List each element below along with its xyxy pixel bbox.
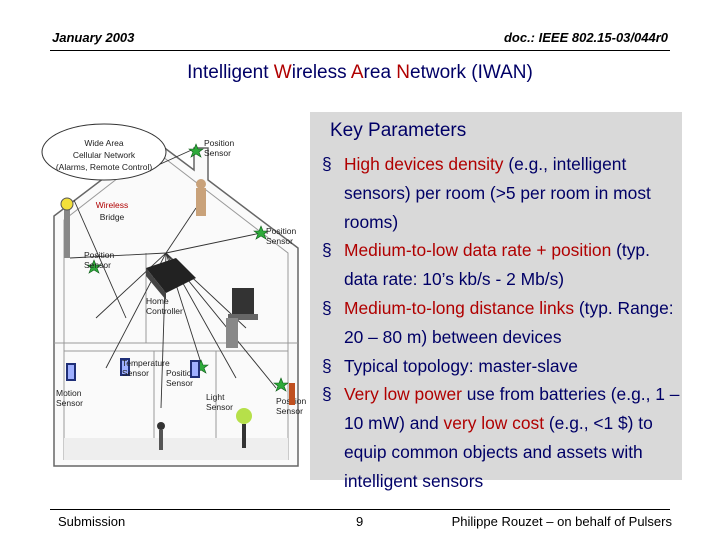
pos-mid-label-2: Sensor [166, 378, 193, 388]
light-label-1: Light [206, 392, 225, 402]
pos-mid-label-1: Position [166, 368, 197, 378]
pos-left-label-1: Position [84, 250, 115, 260]
bullet-distance: §Medium-to-long distance links (typ. Ran… [322, 297, 674, 347]
footer-author: Philippe Rouzet – on behalf of Pulsers [451, 514, 672, 529]
temperature-sensor-icon [120, 358, 130, 376]
motion-label-1: Motion [56, 388, 82, 398]
pos-top-label-2: Sensor [204, 148, 231, 158]
header-rule [50, 50, 670, 51]
temp-label-1: Temperature [122, 358, 170, 368]
home-controller-icon [146, 258, 196, 300]
pos-br-label-2: Sensor [276, 406, 303, 416]
cloud-label-2: Cellular Network [73, 150, 136, 160]
person-icon [196, 179, 206, 216]
home-controller-label-2: Controller [146, 306, 183, 316]
bullet-density: §High devices density (e.g., intelligent… [322, 154, 651, 232]
bottle-icon [289, 383, 295, 405]
position-sensor-icons [86, 143, 289, 392]
cloud-label-3: (Alarms, Remote Control) [56, 162, 153, 172]
bridge-label-2: Bridge [100, 212, 125, 222]
bullet-power-cost: §Very low power use from batteries (e.g.… [322, 384, 680, 491]
iwan-house-diagram: Wide Area Cellular Network (Alarms, Remo… [41, 123, 307, 467]
bullet-data-rate: §Medium-to-low data rate + position (typ… [322, 240, 650, 290]
light-label-2: Sensor [206, 402, 233, 412]
home-controller-label-1: Home [146, 296, 169, 306]
key-parameters-list: §High devices density (e.g., intelligent… [320, 150, 680, 496]
header-doc-id: doc.: IEEE 802.15-03/044r0 [503, 30, 668, 45]
cloud-icon [41, 123, 167, 181]
footer-rule [50, 509, 670, 510]
pos-left-label-2: Sensor [84, 260, 111, 270]
pos-right-label-1: Position [266, 226, 297, 236]
bridge-icon [60, 197, 74, 258]
lamp-icon [236, 408, 252, 448]
bridge-label-1: Wireless [96, 200, 129, 210]
motion-sensor-icon [66, 363, 76, 381]
light-sensor-icon [190, 360, 200, 378]
pos-right-label-2: Sensor [266, 236, 293, 246]
house-outline [53, 139, 299, 467]
laptop-icon [228, 288, 258, 320]
header-date: January 2003 [52, 30, 135, 45]
motion-label-2: Sensor [56, 398, 83, 408]
floor [64, 438, 288, 460]
temp-label-2: Sensor [122, 368, 149, 378]
key-parameters-heading: Key Parameters [330, 120, 467, 141]
pos-top-label-1: Position [204, 138, 235, 148]
slide-title: Intelligent Wireless Area Network (IWAN) [187, 62, 533, 83]
bullet-topology: §Typical topology: master-slave [322, 355, 578, 376]
cloud-label-1: Wide Area [84, 138, 123, 148]
floor-sensor-icon [157, 422, 165, 450]
footer-submission: Submission [58, 514, 126, 529]
footer-page-number: 9 [356, 514, 364, 529]
chair-person-icon [226, 318, 238, 348]
key-parameters-panel [310, 112, 682, 480]
